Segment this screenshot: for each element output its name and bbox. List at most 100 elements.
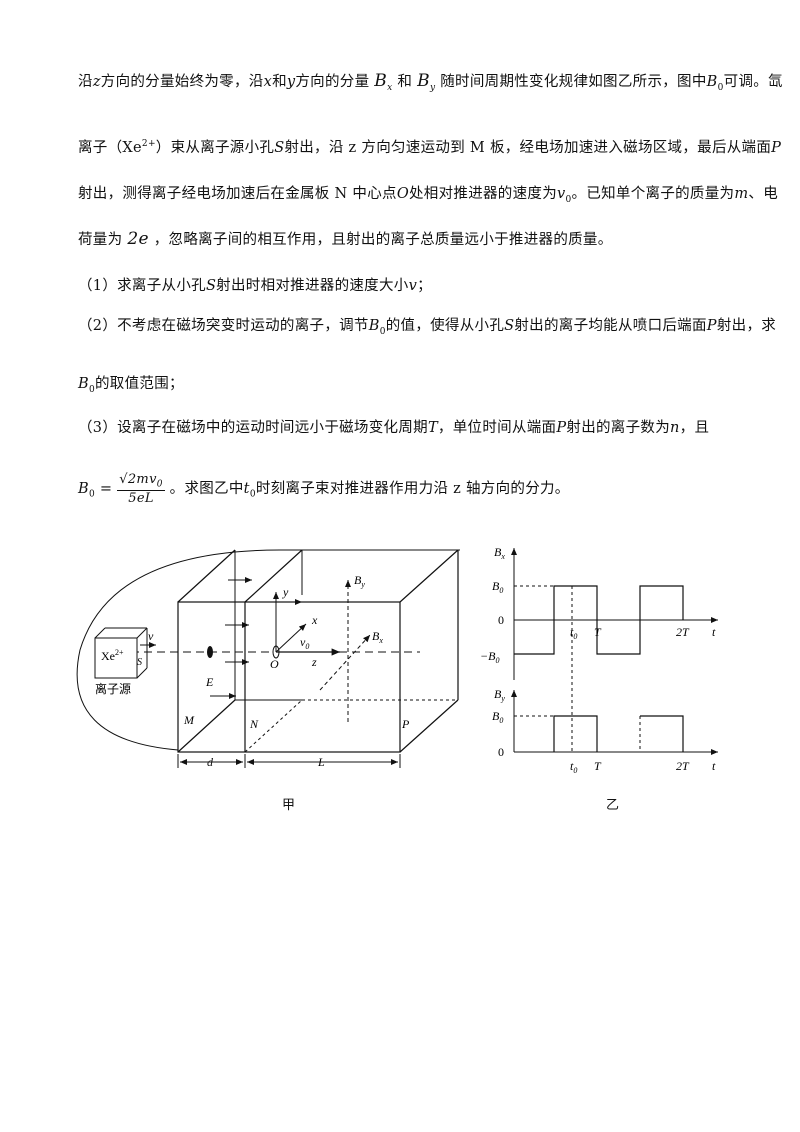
text: z (92, 74, 101, 90)
negB0-tick: −B0 (480, 649, 499, 665)
text: T (427, 420, 438, 436)
question-1: （1）求离子从小孔S射出时相对推进器的速度大小v； (78, 274, 432, 295)
2T-tick: 2T (676, 625, 690, 639)
O-label: O (270, 657, 279, 671)
symbol-2e: 2e (127, 229, 149, 249)
text: 。已知单个离子的质量为 (571, 186, 735, 202)
figure-jia: Xe2+ S v 离子源 E y x v0 O z By Bx M N P d … (76, 549, 460, 769)
text: 。求图乙中 (169, 480, 244, 497)
text: 的值，使得从小孔 (385, 318, 505, 334)
text: S (274, 140, 285, 156)
E-label: E (205, 675, 214, 689)
text: 随时间周期性变化规律如图乙所示，图中 (440, 74, 707, 90)
text-line-4: 荷量为 2e ，忽略离子间的相互作用，且射出的离子总质量远小于推进器的质量。 (78, 228, 613, 249)
text: 方向的分量 (295, 74, 370, 90)
figure-yi: Bx B0 0 −B0 t0 T 2T t By B0 0 t0 T 2T t (480, 545, 718, 775)
figure-yi-caption: 乙 (606, 798, 620, 813)
subscript: 0 (717, 82, 724, 93)
text: P (706, 318, 717, 334)
text: ，单位时间从端面 (437, 420, 557, 436)
text: P (556, 420, 567, 436)
text: m (734, 186, 749, 202)
text: 射出，沿 z 方向匀速运动到 M 板，经电场加速进入磁场区域，最后从端面 (284, 140, 772, 156)
d-label: d (207, 755, 214, 769)
text: （1）求离子从小孔 (78, 278, 206, 294)
y-axis-label: y (282, 585, 289, 599)
t0-tick: t0 (570, 625, 577, 641)
subscript: 0 (88, 384, 95, 395)
symbol-B0: B (78, 480, 89, 497)
zero-tick-bottom: 0 (498, 745, 504, 759)
text: O (396, 186, 409, 202)
v0-label: v0 (300, 635, 309, 651)
text: （3）设离子在磁场中的运动时间远小于磁场变化周期 (78, 420, 428, 436)
S-label: S (137, 657, 142, 668)
x-axis-label: x (311, 613, 318, 627)
By-waveform-2 (640, 715, 684, 752)
B0-tick: B0 (492, 579, 503, 595)
subscript: y (429, 82, 436, 93)
text: 和 (397, 74, 413, 90)
text-line-3: 射出，测得离子经电场加速后在金属板 N 中心点O处相对推进器的速度为v0。已知单… (78, 182, 778, 205)
text: S (504, 318, 515, 334)
text: 处相对推进器的速度为 (409, 186, 557, 202)
text: 射出，求 (716, 318, 777, 334)
question-2-cont: B0的取值范围； (78, 372, 184, 395)
symbol-By: B (417, 71, 430, 91)
symbol-B0: B (368, 318, 380, 334)
text: x (263, 74, 273, 90)
T-tick-bottom: T (594, 759, 602, 773)
z-axis-label: z (311, 655, 317, 669)
text: v (557, 186, 566, 202)
symbol-B0: B (706, 74, 718, 90)
text: 沿 (78, 74, 93, 90)
symbol-xe: Xe (122, 140, 142, 156)
M-label: M (183, 713, 195, 727)
ion-source-label: 离子源 (95, 681, 131, 696)
question-3: （3）设离子在磁场中的运动时间远小于磁场变化周期T，单位时间从端面P射出的离子数… (78, 416, 709, 437)
text: S (205, 278, 217, 294)
text: t (243, 480, 250, 497)
equals: = (95, 480, 118, 497)
text: y (286, 74, 296, 90)
By-waveform-1 (553, 715, 598, 752)
text: ； (417, 278, 432, 294)
v-label: v (148, 629, 154, 643)
text: 的取值范围； (95, 376, 184, 392)
By-label: By (354, 573, 365, 589)
text: ，且 (679, 420, 710, 436)
Bx-waveform (514, 585, 684, 655)
text: 荷量为 (78, 232, 123, 248)
P-label: P (401, 717, 410, 731)
T-tick: T (594, 625, 602, 639)
denominator: 5eL (128, 490, 154, 506)
text: n (670, 420, 680, 436)
text: 方向的分量始终为零，沿 (100, 74, 264, 90)
t-axis-label: t (712, 625, 716, 639)
text: 射出，测得离子经电场加速后在金属板 N 中心点 (78, 186, 397, 202)
Bx-axis-label: Bx (494, 545, 505, 561)
superscript: 2+ (141, 139, 156, 150)
text: ）束从离子源小孔 (155, 140, 275, 156)
text: 可调。氙 (723, 74, 783, 90)
figure-jia-caption: 甲 (282, 798, 296, 813)
subscript: 0 (565, 194, 572, 205)
question-2: （2）不考虑在磁场突变时运动的离子，调节B0的值，使得从小孔S射出的离子均能从喷… (78, 314, 776, 337)
By-axis-label: By (494, 687, 505, 703)
subscript: 0 (379, 326, 386, 337)
subscript: x (387, 82, 393, 93)
text: P (771, 140, 782, 156)
B0-tick-bottom: B0 (492, 709, 503, 725)
N-label: N (249, 717, 259, 731)
text-line-1: 沿z方向的分量始终为零，沿x和y方向的分量 Bx 和 By 随时间周期性变化规律… (78, 70, 783, 93)
xe-label: Xe2+ (101, 648, 124, 663)
subscript: 0 (88, 489, 95, 500)
text: 时刻离子束对推进器作用力沿 z 轴方向的分力。 (255, 480, 570, 497)
zero-tick: 0 (498, 613, 504, 627)
text: v (408, 278, 418, 294)
text: 离子（ (78, 140, 123, 156)
text: ，忽略离子间的相互作用，且射出的离子总质量远小于推进器的质量。 (153, 232, 613, 248)
2T-tick-bottom: 2T (676, 759, 690, 773)
subscript: 0 (156, 479, 163, 490)
